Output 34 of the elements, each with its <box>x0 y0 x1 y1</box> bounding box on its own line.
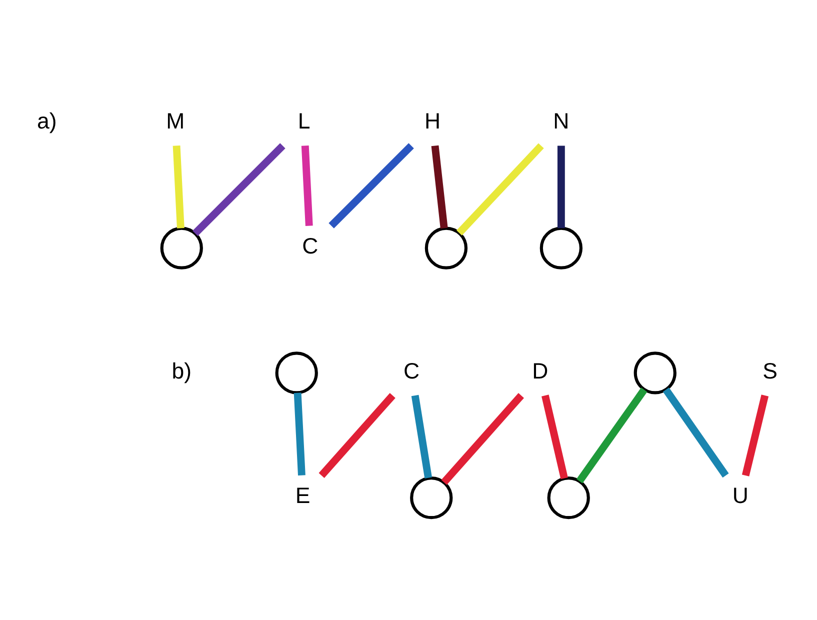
connector <box>557 145 565 228</box>
connector <box>192 142 286 236</box>
label: b) <box>172 358 192 383</box>
connector <box>542 394 568 479</box>
node-text: L <box>298 108 310 134</box>
node-circle <box>424 226 468 269</box>
connector <box>328 142 414 228</box>
node-text: D <box>532 358 548 383</box>
connector <box>411 394 432 478</box>
connector <box>456 142 544 236</box>
node-text: E <box>295 482 310 508</box>
connector <box>742 394 769 476</box>
connector <box>431 144 448 228</box>
connector <box>441 392 524 484</box>
node-text: M <box>166 108 185 134</box>
connector <box>662 387 729 478</box>
connector <box>294 392 306 476</box>
node-circle <box>547 476 590 519</box>
connector <box>576 387 648 483</box>
node-circle <box>275 351 318 394</box>
node-circle <box>634 351 676 394</box>
node-text: S <box>762 358 778 383</box>
connector <box>172 145 184 228</box>
label: a) <box>36 108 57 134</box>
node-circle <box>540 226 582 269</box>
node-text: U <box>732 482 748 508</box>
connector <box>301 145 313 226</box>
node-text: C <box>404 358 420 383</box>
node-circle <box>410 476 453 519</box>
node-text: C <box>302 233 318 258</box>
node-circle <box>160 226 203 269</box>
connector <box>318 392 396 478</box>
node-text: H <box>424 108 441 134</box>
node-text: N <box>553 108 570 134</box>
